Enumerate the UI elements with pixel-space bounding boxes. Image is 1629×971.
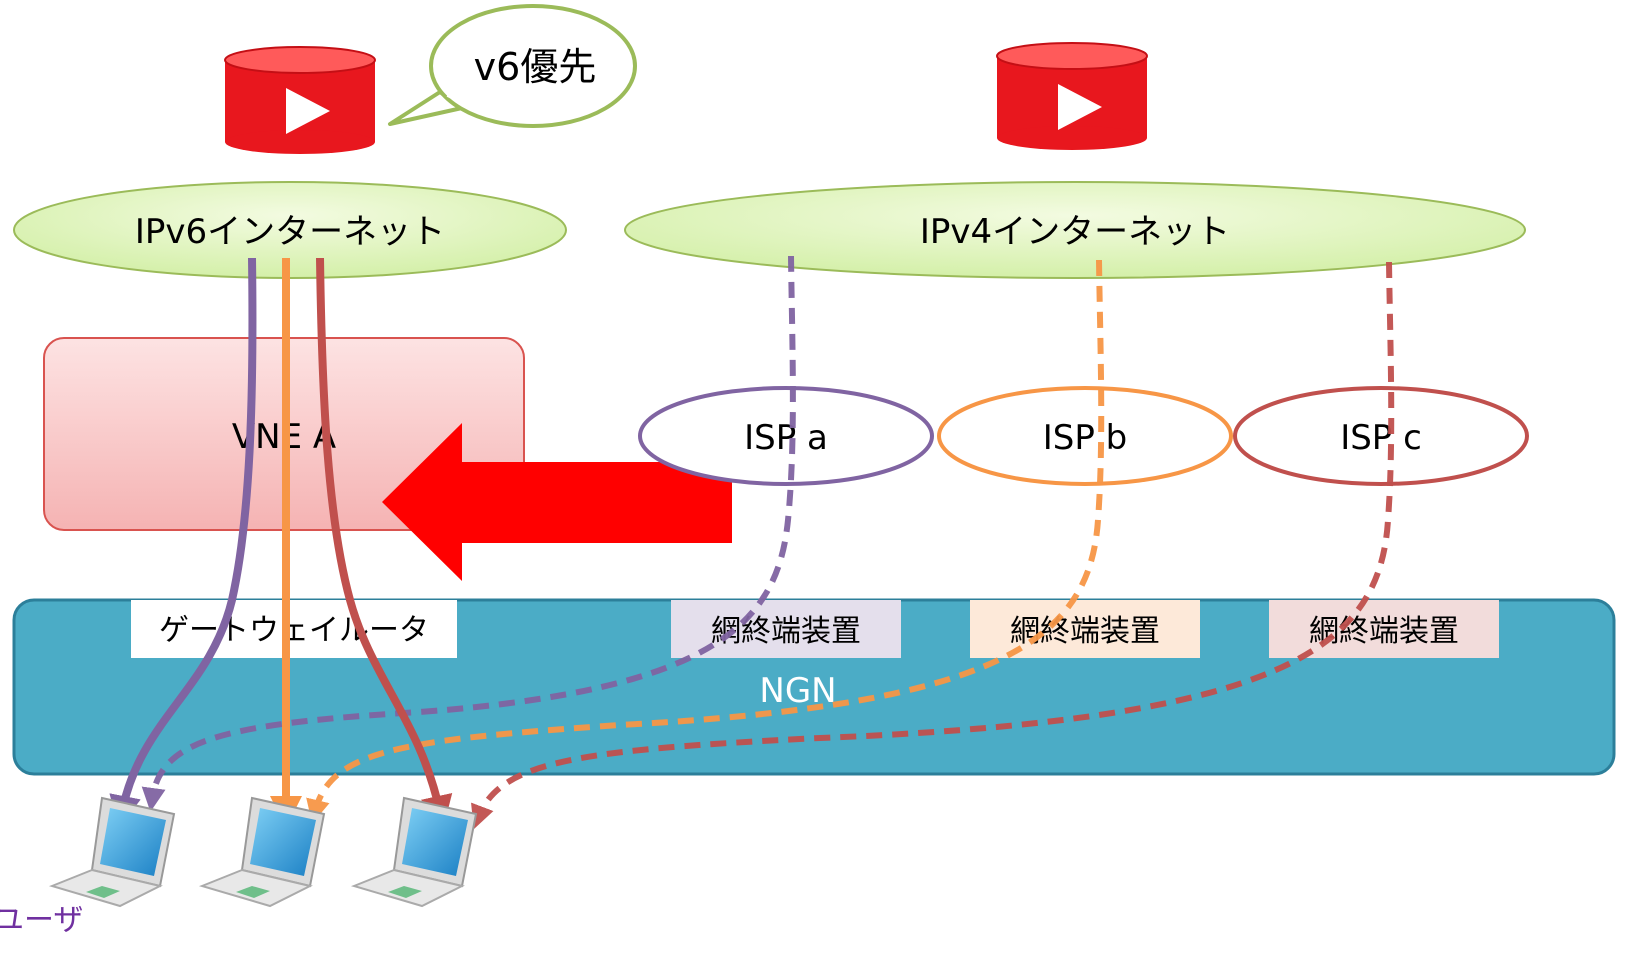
network-terminal-label-c: 網終端装置: [1309, 614, 1459, 649]
isp-c-label: ISP c: [1340, 418, 1422, 458]
ipv4-path-isp-a: [141, 255, 796, 812]
ipv4-internet-cloud: [624, 181, 1526, 279]
network-terminal-box-c: [1269, 600, 1499, 658]
speech-bubble: v6優先: [388, 4, 637, 128]
ipv4-path-isp-b: [306, 259, 1105, 824]
isp-a-node: [638, 386, 934, 486]
laptop-icon: [48, 796, 176, 908]
ipv4-path-isp-c: [471, 261, 1395, 830]
isp-a-label: ISP a: [744, 418, 828, 458]
video-server-icon: [224, 46, 376, 154]
network-terminal-label-a: 網終端装置: [711, 614, 861, 649]
ipv6-path-red: [316, 257, 453, 828]
network-terminal-label-b: 網終端装置: [1010, 614, 1160, 649]
gateway-router-label: ゲートウェイルータ: [159, 613, 429, 648]
ipv4-internet-label: IPv4インターネット: [920, 212, 1230, 252]
user-label: ユーザ: [0, 903, 83, 938]
ipv6-path-purple: [109, 257, 257, 828]
migration-arrow: [382, 423, 732, 581]
isp-b-label: ISP b: [1043, 418, 1128, 458]
ngn-label: NGN: [759, 671, 836, 711]
laptop-icon: [350, 796, 478, 908]
bubble-text: v6優先: [474, 45, 597, 89]
video-server-icon: [996, 42, 1148, 150]
network-terminal-box-b: [970, 600, 1200, 658]
laptop-icon: [198, 796, 326, 908]
ipv6-internet-label: IPv6インターネット: [135, 212, 445, 252]
isp-c-node: [1233, 386, 1529, 486]
gateway-router-box: [131, 600, 457, 658]
isp-b-node: [937, 386, 1233, 486]
